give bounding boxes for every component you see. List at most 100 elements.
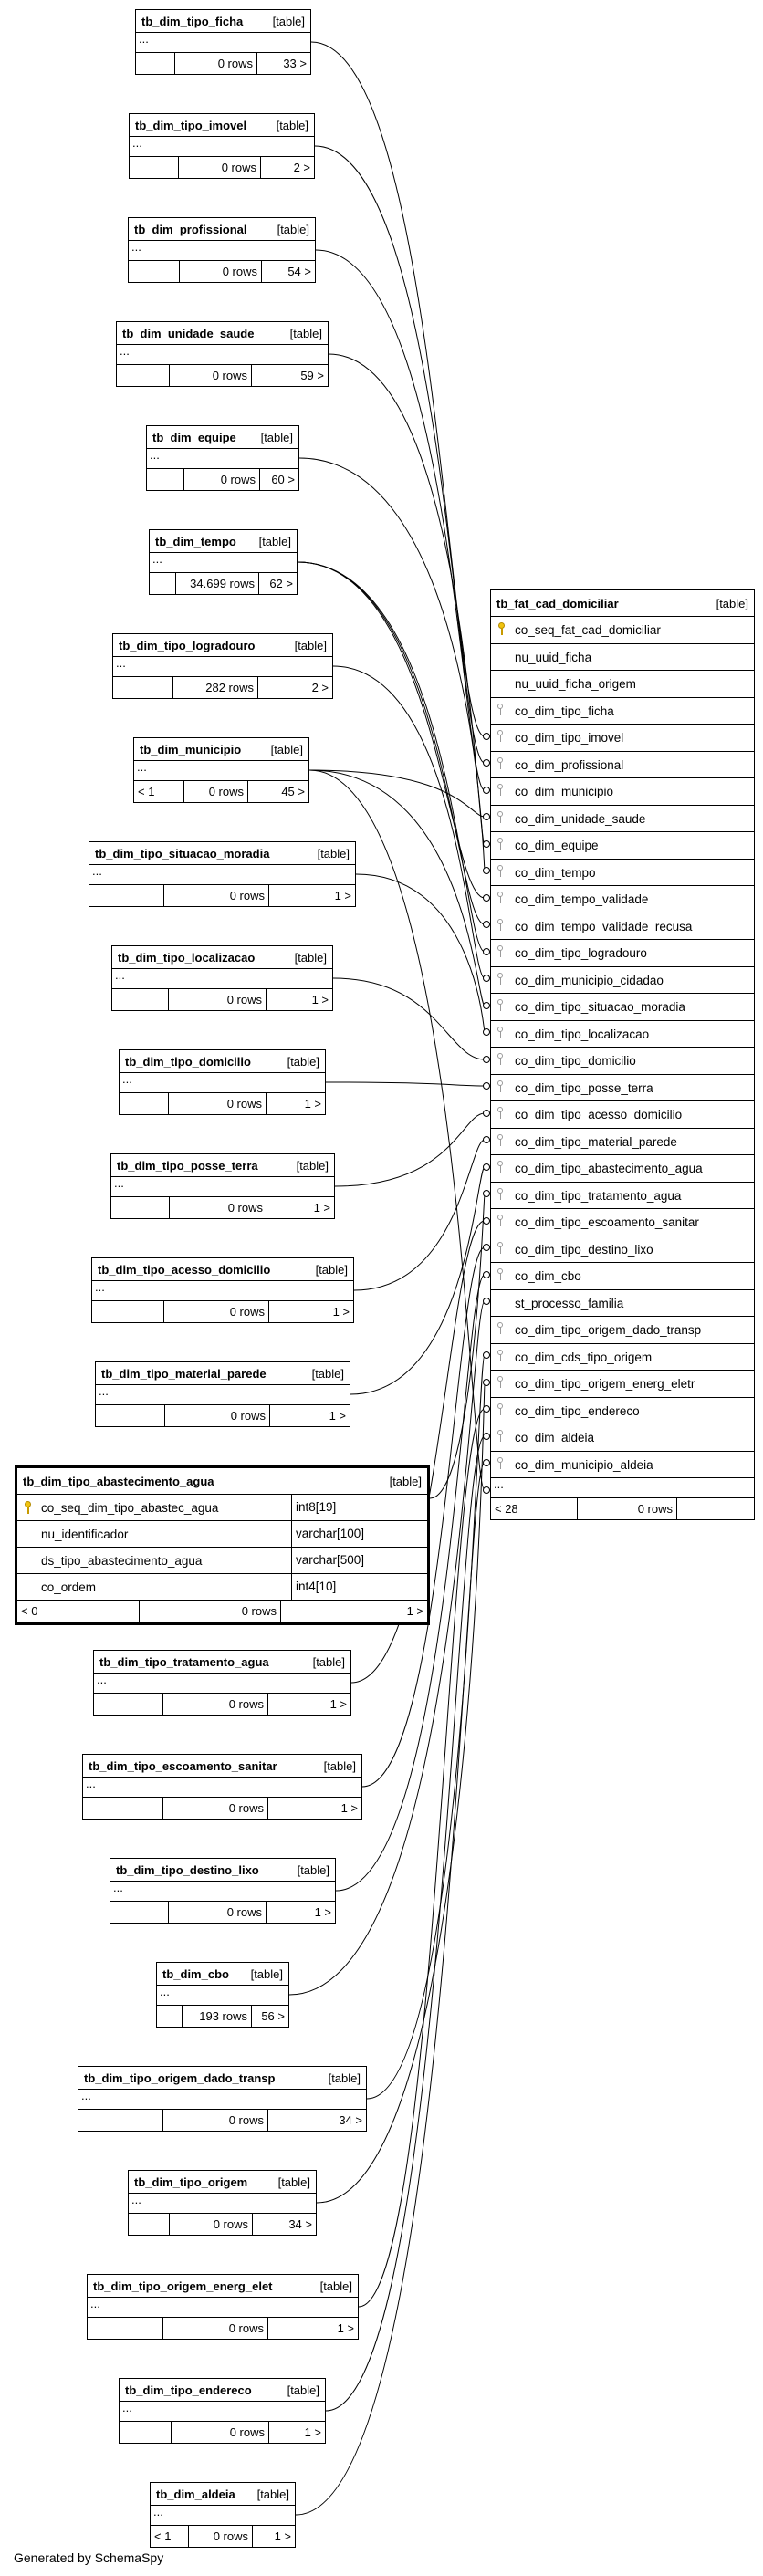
- column-row[interactable]: co_dim_tempo: [491, 860, 754, 886]
- table-name[interactable]: tb_dim_tipo_escoamento_sanitar: [89, 1759, 277, 1773]
- column-row[interactable]: co_dim_aldeia: [491, 1424, 754, 1452]
- column-row[interactable]: co_dim_tipo_acesso_domicilio: [491, 1101, 754, 1129]
- table-tb-dim-tipo-material-parede[interactable]: tb_dim_tipo_material_parede[table] ... 0…: [95, 1361, 350, 1427]
- parent-count: [78, 2110, 163, 2131]
- table-name[interactable]: tb_dim_tipo_domicilio: [125, 1055, 251, 1069]
- column-row[interactable]: co_dim_municipio_cidadao: [491, 967, 754, 994]
- table-tb-dim-tipo-escoamento-sanitar[interactable]: tb_dim_tipo_escoamento_sanitar[table] ..…: [82, 1754, 362, 1820]
- column-name: co_dim_tipo_ficha: [515, 704, 614, 718]
- table-tb-dim-tipo-destino-lixo[interactable]: tb_dim_tipo_destino_lixo[table] ... 0 ro…: [110, 1858, 336, 1924]
- column-row[interactable]: co_dim_municipio: [491, 778, 754, 806]
- table-tb-dim-tipo-tratamento-agua[interactable]: tb_dim_tipo_tratamento_agua[table] ... 0…: [93, 1650, 351, 1716]
- column-row[interactable]: co_dim_tempo_validade_recusa: [491, 913, 754, 940]
- row-count: 0 rows: [170, 365, 252, 386]
- column-row[interactable]: co_dim_tipo_origem_dado_transp: [491, 1317, 754, 1344]
- table-name[interactable]: tb_dim_profissional: [134, 223, 247, 236]
- column-row[interactable]: co_dim_tipo_escoamento_sanitar: [491, 1209, 754, 1236]
- table-tag: [table]: [289, 327, 322, 340]
- table-name[interactable]: tb_fat_cad_domiciliar: [496, 597, 619, 610]
- table-tb-dim-tipo-abastecimento-agua[interactable]: tb_dim_tipo_abastecimento_agua[table] co…: [15, 1465, 430, 1625]
- column-row[interactable]: co_dim_tipo_destino_lixo: [491, 1236, 754, 1263]
- column-row[interactable]: co_dim_tipo_origem_energ_eletr: [491, 1371, 754, 1398]
- column-row[interactable]: co_dim_tipo_posse_terra: [491, 1075, 754, 1101]
- table-name[interactable]: tb_dim_tipo_ficha: [141, 15, 244, 28]
- column-name: co_dim_tipo_origem_dado_transp: [515, 1323, 702, 1337]
- table-name[interactable]: tb_dim_tipo_origem: [134, 2175, 248, 2189]
- column-row[interactable]: co_dim_tipo_imovel: [491, 725, 754, 752]
- column-row[interactable]: co_dim_cbo: [491, 1263, 754, 1290]
- table-name[interactable]: tb_dim_tipo_destino_lixo: [116, 1863, 259, 1877]
- table-name[interactable]: tb_dim_tipo_tratamento_agua: [99, 1655, 269, 1669]
- column-row[interactable]: co_dim_tipo_situacao_moradia: [491, 994, 754, 1021]
- table-name[interactable]: tb_dim_tipo_logradouro: [119, 639, 256, 652]
- table-name[interactable]: tb_dim_tipo_situacao_moradia: [95, 847, 270, 860]
- table-name[interactable]: tb_dim_tipo_acesso_domicilio: [98, 1263, 271, 1277]
- table-tag: [table]: [277, 223, 309, 236]
- column-row[interactable]: co_dim_tempo_validade: [491, 886, 754, 913]
- column-row[interactable]: co_dim_tipo_ficha: [491, 698, 754, 725]
- table-tb-fat-cad-domiciliar[interactable]: tb_fat_cad_domiciliar[table] co_seq_fat_…: [490, 589, 755, 1520]
- table-name[interactable]: tb_dim_aldeia: [156, 2487, 235, 2501]
- table-tb-dim-tipo-origem-energ-elet[interactable]: tb_dim_tipo_origem_energ_elet[table] ...…: [87, 2274, 359, 2340]
- table-name[interactable]: tb_dim_equipe: [152, 431, 236, 444]
- columns-ellipsis: ...: [88, 2298, 358, 2318]
- column-row[interactable]: co_dim_tipo_domicilio: [491, 1048, 754, 1075]
- column-row[interactable]: co_dim_profissional: [491, 752, 754, 778]
- table-name[interactable]: tb_dim_tipo_endereco: [125, 2383, 252, 2397]
- table-name[interactable]: tb_dim_tipo_localizacao: [118, 951, 256, 965]
- table-name[interactable]: tb_dim_tipo_material_parede: [101, 1367, 267, 1381]
- column-row[interactable]: co_dim_unidade_saude: [491, 806, 754, 832]
- column-name: co_dim_municipio: [515, 785, 614, 798]
- parent-count: < 0: [17, 1601, 140, 1622]
- column-row[interactable]: co_dim_cds_tipo_origem: [491, 1344, 754, 1371]
- columns-ellipsis: ...: [130, 137, 314, 157]
- column-row[interactable]: co_dim_municipio_aldeia: [491, 1452, 754, 1478]
- table-name[interactable]: tb_dim_municipio: [140, 743, 242, 756]
- column-row[interactable]: co_dim_tipo_tratamento_agua: [491, 1183, 754, 1209]
- column-row[interactable]: co_dim_tipo_endereco: [491, 1398, 754, 1424]
- column-row[interactable]: nu_uuid_ficha_origem: [491, 671, 754, 698]
- foreign-key-icon: [497, 1376, 504, 1392]
- table-tb-dim-tipo-localizacao[interactable]: tb_dim_tipo_localizacao[table] ... 0 row…: [111, 945, 333, 1011]
- table-tb-dim-tipo-posse-terra[interactable]: tb_dim_tipo_posse_terra[table] ... 0 row…: [110, 1153, 335, 1219]
- column-row[interactable]: co_dim_tipo_logradouro: [491, 940, 754, 967]
- table-tb-dim-tipo-situacao-moradia[interactable]: tb_dim_tipo_situacao_moradia[table] ... …: [89, 841, 356, 907]
- table-name[interactable]: tb_dim_unidade_saude: [122, 327, 255, 340]
- column-row[interactable]: co_dim_tipo_material_parede: [491, 1129, 754, 1155]
- table-tb-dim-tipo-origem-dado-transp[interactable]: tb_dim_tipo_origem_dado_transp[table] ..…: [78, 2066, 367, 2132]
- table-tb-dim-tipo-acesso-domicilio[interactable]: tb_dim_tipo_acesso_domicilio[table] ... …: [91, 1257, 354, 1323]
- table-name[interactable]: tb_dim_tipo_abastecimento_agua: [23, 1475, 214, 1488]
- column-row[interactable]: co_seq_fat_cad_domiciliar: [491, 617, 754, 644]
- table-name[interactable]: tb_dim_tipo_origem_energ_elet: [93, 2279, 273, 2293]
- column-row[interactable]: co_dim_tipo_abastecimento_agua: [491, 1155, 754, 1183]
- table-tb-dim-tipo-logradouro[interactable]: tb_dim_tipo_logradouro[table] ... 282 ro…: [112, 633, 333, 699]
- parent-count: [88, 2318, 163, 2339]
- columns-ellipsis: ...: [150, 553, 297, 573]
- column-row[interactable]: st_processo_familia: [491, 1290, 754, 1317]
- foreign-key-icon: [497, 1403, 504, 1419]
- column-row[interactable]: nu_uuid_ficha: [491, 644, 754, 671]
- table-name[interactable]: tb_dim_tipo_origem_dado_transp: [84, 2071, 276, 2085]
- table-name[interactable]: tb_dim_tipo_posse_terra: [117, 1159, 258, 1173]
- table-name[interactable]: tb_dim_tempo: [155, 535, 236, 548]
- column-row[interactable]: co_dim_tipo_localizacao: [491, 1021, 754, 1048]
- table-name[interactable]: tb_dim_cbo: [162, 1967, 229, 1981]
- column-row[interactable]: co_dim_equipe: [491, 832, 754, 860]
- table-name[interactable]: tb_dim_tipo_imovel: [135, 119, 247, 132]
